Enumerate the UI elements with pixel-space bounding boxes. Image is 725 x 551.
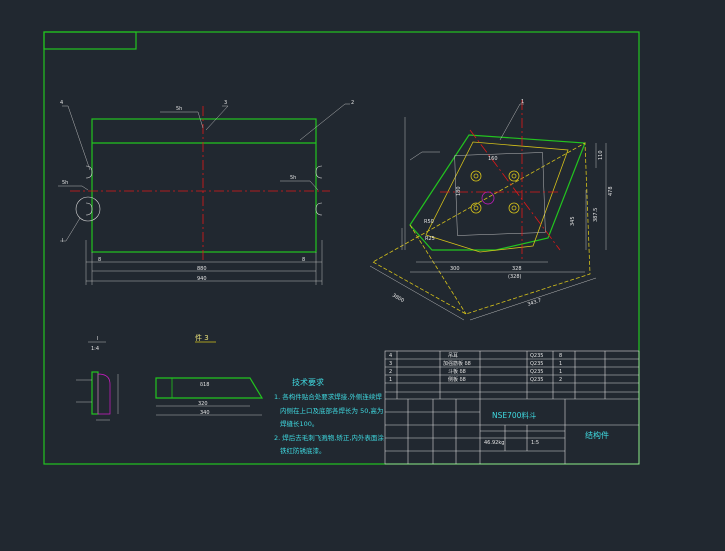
detail-label: I bbox=[97, 336, 98, 342]
side-view-rotated-hidden bbox=[372, 142, 591, 315]
dim-3800: 3800 bbox=[391, 293, 405, 305]
front-view-outline bbox=[91, 118, 317, 253]
dim-478: 478 bbox=[608, 186, 614, 196]
dim-387-5: 387.5 bbox=[593, 208, 599, 222]
svg-text:吊耳: 吊耳 bbox=[448, 353, 458, 359]
svg-text:侧板 δ8: 侧板 δ8 bbox=[448, 376, 466, 383]
parts-row: 4 吊耳 Q235 8 bbox=[389, 353, 562, 359]
corner-code-box bbox=[43, 31, 137, 50]
svg-text:1: 1 bbox=[559, 361, 562, 367]
svg-text:Q235: Q235 bbox=[530, 369, 543, 375]
part-name: 结构件 bbox=[585, 430, 609, 440]
tech-req-line5: 铁红防锈底漆。 bbox=[280, 446, 326, 455]
callout-2: 2 bbox=[351, 100, 354, 106]
parts-row: 3 加强筋板 δ8 Q235 1 bbox=[389, 360, 562, 367]
tech-req-line1: 1. 各构件贴合处要求焊接,外侧连续焊 bbox=[274, 392, 382, 401]
detail-lug-section bbox=[97, 373, 111, 415]
dim-R50: R50 bbox=[424, 219, 434, 225]
side-view-holes bbox=[470, 170, 520, 214]
detail-circle-I bbox=[75, 196, 101, 222]
part3-outline bbox=[155, 377, 264, 399]
parts-list: 4 吊耳 Q235 8 3 加强筋板 δ8 Q235 1 2 斗板 δ8 Q23… bbox=[389, 353, 562, 383]
side-view: 160 R50 R25 180 300 328 (328) 110 478 38… bbox=[369, 99, 614, 321]
svg-text:Q235: Q235 bbox=[530, 377, 543, 383]
callout-4: 4 bbox=[60, 100, 63, 106]
dim-343-7: 343.7 bbox=[527, 298, 542, 308]
svg-text:8: 8 bbox=[559, 353, 562, 359]
title-block: 4 吊耳 Q235 8 3 加强筋板 δ8 Q235 1 2 斗板 δ8 Q23… bbox=[384, 350, 640, 465]
dim-180: 180 bbox=[456, 186, 462, 196]
scale-value: 1:5 bbox=[531, 440, 539, 446]
weld-label-right: 5h bbox=[290, 175, 296, 181]
tech-req-title: 技术要求 bbox=[292, 377, 324, 387]
drawing-frame bbox=[43, 31, 640, 465]
dim-outer-940: 940 bbox=[197, 276, 207, 282]
tech-requirements: 技术要求 1. 各构件贴合处要求焊接,外侧连续焊 内侧在上口及底部各焊长为 50… bbox=[274, 377, 384, 455]
dim-345: 345 bbox=[570, 216, 576, 226]
svg-text:加强筋板 δ8: 加强筋板 δ8 bbox=[443, 360, 471, 367]
svg-text:2: 2 bbox=[559, 377, 562, 383]
svg-text:2: 2 bbox=[389, 369, 392, 375]
part3-dim-320: 320 bbox=[198, 401, 208, 407]
svg-text:3: 3 bbox=[389, 361, 392, 367]
dim-300: 300 bbox=[450, 266, 460, 272]
dim-110: 110 bbox=[598, 150, 604, 160]
weld-label-left: 5h bbox=[62, 180, 68, 186]
part3-thickness: δ18 bbox=[200, 382, 209, 388]
dim-left-8: 8 bbox=[98, 257, 101, 263]
dim-inner-880: 880 bbox=[197, 266, 207, 272]
parts-row: 2 斗板 δ8 Q235 1 bbox=[389, 368, 562, 375]
weld-label-top: 5h bbox=[176, 106, 182, 112]
svg-text:4: 4 bbox=[389, 353, 392, 359]
part3-dim-340: 340 bbox=[200, 410, 210, 416]
parts-row: 1 侧板 δ8 Q235 2 bbox=[389, 376, 562, 383]
svg-text:Q235: Q235 bbox=[530, 361, 543, 367]
svg-text:斗板 δ8: 斗板 δ8 bbox=[448, 368, 466, 375]
callout-I: I bbox=[62, 238, 63, 244]
svg-text:1: 1 bbox=[389, 377, 392, 383]
side-callout-1: 1 bbox=[521, 99, 524, 105]
detail-scale: 1:4 bbox=[91, 346, 99, 352]
callout-3: 3 bbox=[224, 100, 227, 106]
svg-text:1: 1 bbox=[559, 369, 562, 375]
dim-right-8: 8 bbox=[302, 257, 305, 263]
product-name: NSE700料斗 bbox=[492, 410, 537, 420]
side-plate-outline bbox=[409, 134, 586, 251]
dim-328-ref: (328) bbox=[508, 274, 521, 280]
dim-R25: R25 bbox=[425, 236, 435, 242]
tech-req-line3: 焊缝长100。 bbox=[280, 419, 318, 428]
side-view-inner-contour bbox=[425, 141, 569, 253]
part3-view: 件 3 320 340 δ18 bbox=[155, 333, 264, 416]
dim-328: 328 bbox=[512, 266, 522, 272]
dim-160: 160 bbox=[488, 156, 498, 162]
part3-label: 件 3 bbox=[195, 333, 209, 342]
svg-text:Q235: Q235 bbox=[530, 353, 543, 359]
front-view: 8 8 880 940 4 5h 3 2 5h 5h I bbox=[58, 100, 354, 285]
detail-I-view: I 1:4 bbox=[76, 336, 119, 421]
weight-value: 46.92kg bbox=[484, 440, 504, 446]
tech-req-line2: 内侧在上口及底部各焊长为 50,高为 bbox=[280, 406, 383, 415]
tech-req-line4: 2. 焊后去毛刺飞溅物,矫正,内外表面涂 bbox=[274, 433, 384, 442]
